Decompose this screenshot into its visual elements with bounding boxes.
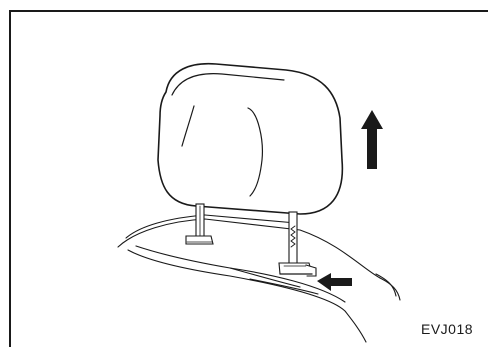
left-stay xyxy=(185,203,214,245)
figure-code: EVJ018 xyxy=(421,321,474,337)
seat-back xyxy=(117,214,401,343)
arrow-left-icon xyxy=(317,273,352,291)
right-stay xyxy=(288,211,298,265)
headrest-cushion xyxy=(157,62,344,215)
arrow-up-icon xyxy=(361,110,383,169)
lock-knob xyxy=(278,262,317,277)
figure-frame xyxy=(9,10,488,347)
